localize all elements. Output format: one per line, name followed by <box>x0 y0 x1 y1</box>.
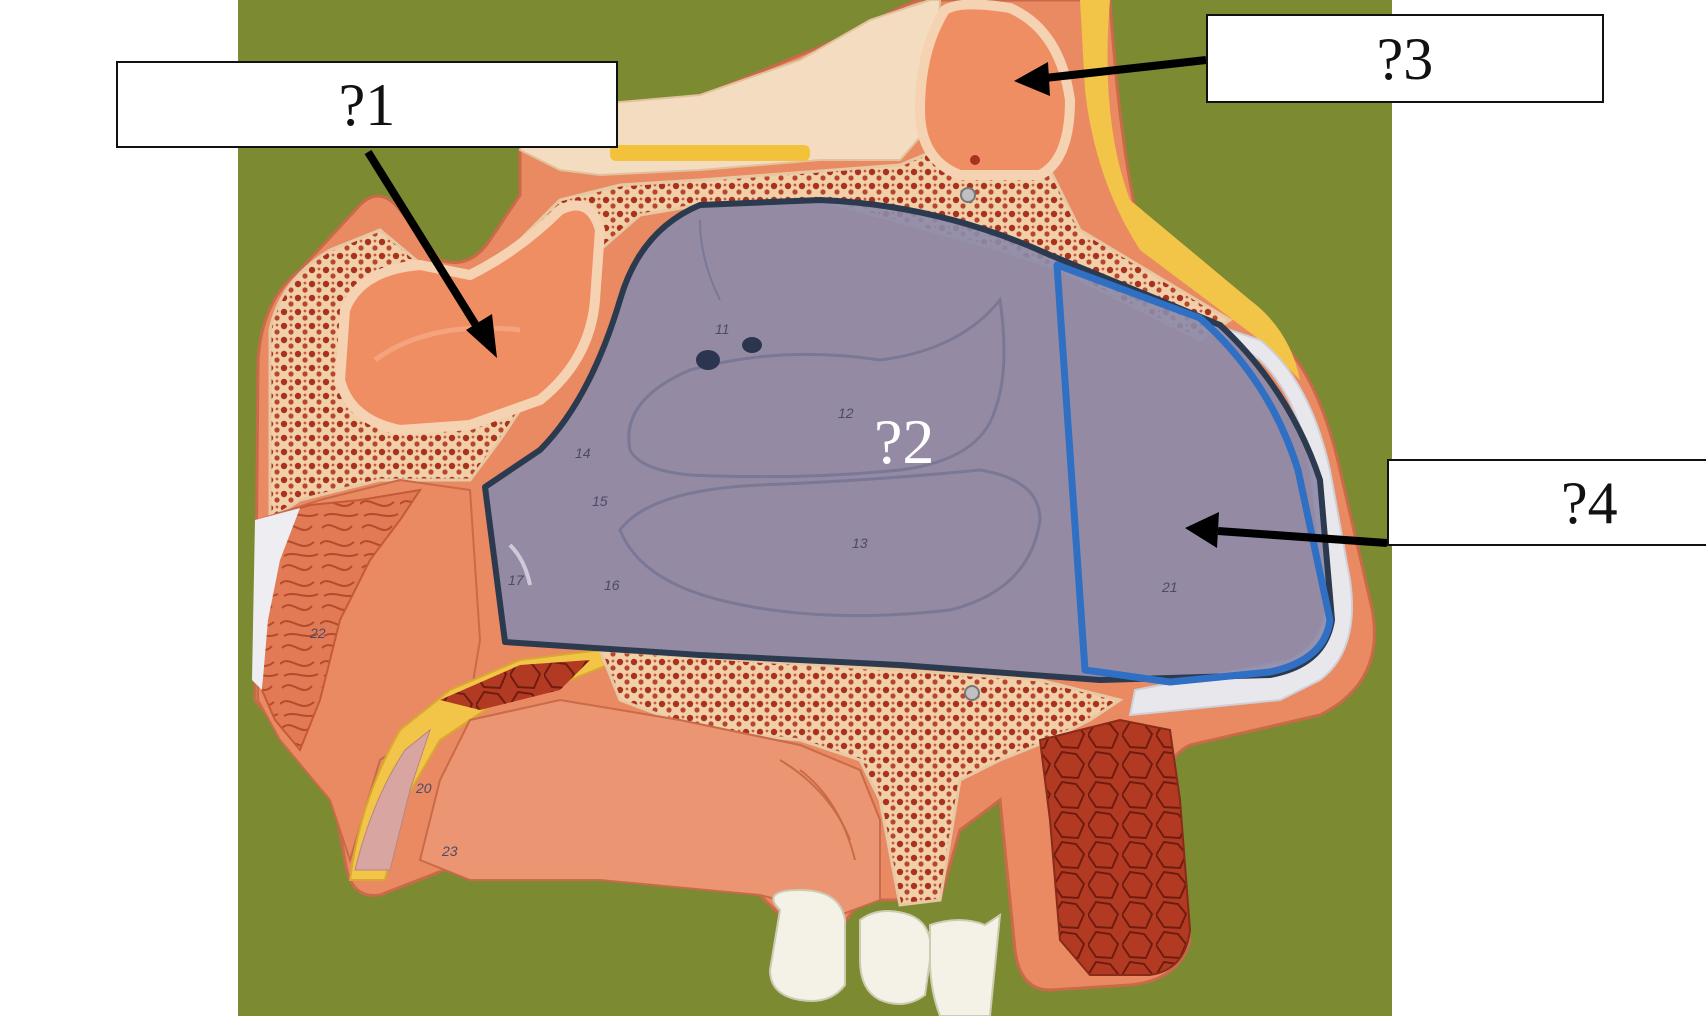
label-box-question-4: ?4 <box>1387 459 1706 546</box>
model-number-21: 21 <box>1161 579 1178 595</box>
model-number-20: 20 <box>415 780 432 796</box>
model-number-23: 23 <box>441 843 458 859</box>
arrow-to-nasal-vestibule <box>1185 512 1388 548</box>
middle-turbinate-contour <box>627 296 1006 479</box>
arrow-to-sphenoid-sinus <box>364 149 497 358</box>
label-4-text: ?4 <box>1561 469 1618 536</box>
nasal-vestibule-outline <box>1053 261 1334 686</box>
frontal-sinus <box>914 0 1076 180</box>
model-number-12: 12 <box>838 405 854 421</box>
model-number-22: 22 <box>309 625 326 641</box>
arrow-to-frontal-sinus <box>1014 56 1207 96</box>
oral-cavity <box>418 698 881 917</box>
model-number-15: 15 <box>592 493 608 509</box>
palate-muscle <box>440 660 590 710</box>
label-1-text: ?1 <box>338 71 396 138</box>
model-number-17: 17 <box>508 572 525 588</box>
pharyngeal-cartilage <box>252 508 300 690</box>
upper-lip-muscle <box>1038 718 1192 976</box>
hard-palate-bone <box>597 648 1124 907</box>
model-number-16: 16 <box>604 577 620 593</box>
label-question-2: ?2 <box>874 406 935 477</box>
tooth-3 <box>929 912 1002 1016</box>
model-number-13: 13 <box>852 535 868 551</box>
tooth-2 <box>859 910 932 1005</box>
label-3-text: ?3 <box>1376 25 1434 92</box>
model-number-14: 14 <box>575 445 591 461</box>
adenoid-tissue <box>261 488 423 752</box>
nasal-fat-layer <box>1080 0 1300 380</box>
model-number-11: 11 <box>715 321 730 337</box>
label-box-question-3: ?3 <box>1206 14 1604 103</box>
tooth-1 <box>768 888 846 1002</box>
inferior-turbinate-contour <box>618 468 1042 618</box>
yellow-plate <box>610 145 810 161</box>
label-box-question-1: ?1 <box>116 61 618 148</box>
